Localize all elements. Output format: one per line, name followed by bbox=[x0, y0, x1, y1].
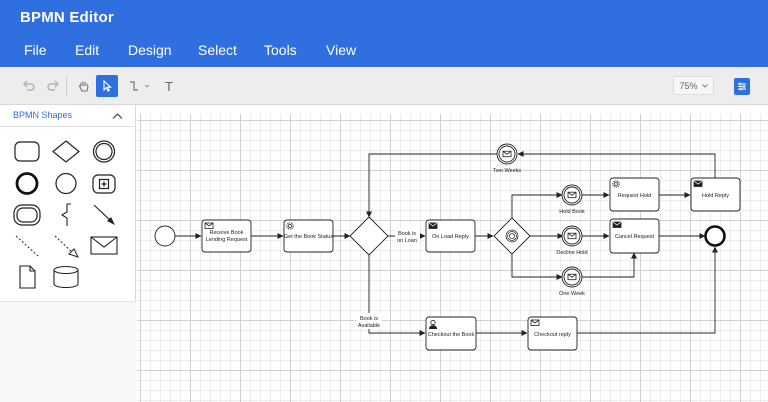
chevron-down-icon bbox=[701, 83, 708, 88]
app-header: BPMN Editor File Edit Design Select Tool… bbox=[0, 0, 768, 67]
menu-view[interactable]: View bbox=[326, 42, 357, 58]
menu-edit[interactable]: Edit bbox=[75, 42, 100, 58]
toolbar: T 75% bbox=[0, 67, 768, 105]
pan-tool-button[interactable] bbox=[73, 75, 95, 97]
palette-end-event-shape[interactable] bbox=[12, 171, 42, 197]
palette-sequence-flow-shape[interactable] bbox=[89, 202, 119, 228]
sequence-flow-icon bbox=[93, 204, 115, 225]
message-envelope-icon bbox=[90, 236, 118, 255]
menu-select[interactable]: Select bbox=[198, 42, 237, 58]
palette-data-store-shape[interactable] bbox=[51, 264, 81, 290]
palette-subprocess-shape[interactable] bbox=[89, 171, 119, 197]
association-icon bbox=[15, 235, 39, 257]
zoom-value: 75% bbox=[679, 80, 698, 91]
menu-tools[interactable]: Tools bbox=[264, 42, 297, 58]
chevron-up-icon[interactable] bbox=[112, 112, 123, 120]
menu-design[interactable]: Design bbox=[128, 42, 172, 58]
subprocess-icon bbox=[92, 174, 116, 194]
menu-bar: File Edit Design Select Tools View bbox=[0, 42, 768, 64]
palette-divider bbox=[0, 301, 136, 302]
zoom-dropdown[interactable]: 75% bbox=[673, 76, 714, 95]
palette-annotation-shape[interactable] bbox=[51, 202, 81, 228]
palette-data-object-shape[interactable] bbox=[12, 264, 42, 290]
palette-title: BPMN Shapes bbox=[13, 110, 73, 120]
redo-button[interactable] bbox=[42, 75, 64, 97]
pointer-icon bbox=[103, 80, 112, 92]
data-store-icon bbox=[53, 265, 79, 289]
palette-gateway-shape[interactable] bbox=[51, 139, 81, 165]
task-shape-icon bbox=[14, 141, 40, 162]
undo-button[interactable] bbox=[18, 75, 40, 97]
message-flow-icon bbox=[54, 235, 79, 258]
end-event-icon bbox=[15, 172, 39, 195]
intermediate-event-icon bbox=[92, 140, 116, 163]
palette-call-activity-shape[interactable] bbox=[12, 202, 42, 228]
redo-icon bbox=[47, 80, 59, 91]
text-tool-button[interactable]: T bbox=[165, 78, 173, 94]
palette-task-shape[interactable] bbox=[12, 139, 42, 165]
canvas-top-margin bbox=[137, 105, 768, 114]
properties-panel-button[interactable] bbox=[734, 78, 750, 95]
sliders-icon bbox=[738, 82, 746, 91]
diagram-canvas[interactable] bbox=[137, 114, 768, 402]
connector-icon bbox=[130, 81, 150, 91]
text-annotation-icon bbox=[60, 203, 71, 226]
palette-message-shape[interactable] bbox=[89, 233, 119, 259]
app-title: BPMN Editor bbox=[20, 9, 114, 26]
call-activity-icon bbox=[13, 204, 41, 226]
palette-header[interactable]: BPMN Shapes bbox=[0, 105, 136, 127]
palette-association-shape[interactable] bbox=[12, 233, 42, 259]
palette-intermediate-event-shape[interactable] bbox=[89, 139, 119, 165]
select-tool-button[interactable] bbox=[96, 75, 118, 97]
undo-icon bbox=[23, 80, 35, 91]
palette-start-event-shape[interactable] bbox=[51, 171, 81, 197]
toolbar-separator bbox=[66, 77, 67, 95]
shape-palette: BPMN Shapes bbox=[0, 105, 136, 402]
start-event-icon bbox=[55, 172, 77, 195]
gateway-shape-icon bbox=[52, 140, 80, 163]
connector-tool-button[interactable] bbox=[125, 75, 155, 97]
palette-message-flow-shape[interactable] bbox=[51, 233, 81, 259]
data-object-icon bbox=[19, 265, 36, 289]
palette-empty-area bbox=[0, 302, 136, 402]
hand-icon bbox=[79, 81, 89, 92]
menu-file[interactable]: File bbox=[24, 42, 47, 58]
